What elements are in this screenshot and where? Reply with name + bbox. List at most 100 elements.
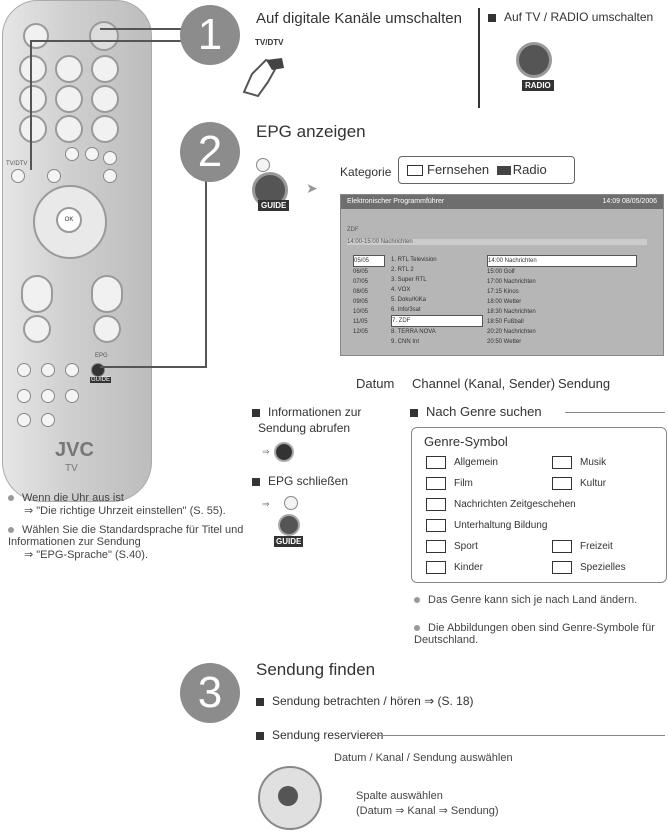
genre-note-2-text: Die Abbildungen oben sind Genre-Symbole …: [414, 622, 655, 646]
tv-dtv-button[interactable]: [11, 169, 25, 183]
brand-sub: TV: [65, 463, 78, 474]
remote-button[interactable]: [91, 85, 119, 113]
remote-button[interactable]: [55, 115, 83, 143]
genre-label: Film: [454, 478, 473, 490]
step-3-item-2-text: Sendung reservieren: [272, 728, 384, 742]
remote-small-button[interactable]: [41, 363, 55, 377]
remote-button[interactable]: [91, 55, 119, 83]
epg-channel-item[interactable]: 7. ZDF: [391, 315, 483, 327]
epg-date-item[interactable]: 10/05: [353, 309, 369, 315]
remote-button[interactable]: [55, 55, 83, 83]
remote-button[interactable]: [23, 23, 49, 49]
remote-small-button[interactable]: [65, 389, 79, 403]
genre-icon: [552, 540, 572, 553]
epg-channel-item[interactable]: 9. CNN Int: [391, 339, 420, 345]
genre-label: Kinder: [454, 562, 483, 574]
note-2-ref-text: "EPG-Sprache" (S.40).: [36, 549, 149, 561]
epg-channel-item[interactable]: 2. RTL 2: [391, 267, 414, 273]
epg-date-item[interactable]: 11/05: [353, 319, 368, 325]
tv-icon: [407, 165, 423, 177]
remote-button[interactable]: [93, 315, 121, 343]
genre-label: Unterhaltung Bildung: [454, 520, 548, 532]
remote-button[interactable]: [91, 115, 119, 143]
nav-2b: (Datum ⇒ Kanal ⇒ Sendung): [356, 805, 499, 817]
epg-channel-item[interactable]: 4. VOX: [391, 287, 411, 293]
genre-item: Film: [426, 477, 473, 490]
remote-small-button[interactable]: [17, 413, 31, 427]
epg-program-item[interactable]: 17:00 Nachrichten: [487, 279, 536, 285]
cat-tv[interactable]: Fernsehen: [427, 162, 490, 177]
genre-icon: [426, 477, 446, 490]
epg-program-item[interactable]: 17:15 Kinos: [487, 289, 519, 295]
remote-button[interactable]: [19, 115, 47, 143]
genre-label: Freizeit: [580, 541, 613, 553]
epg-channel-item[interactable]: 6. Info/3sat: [391, 307, 421, 313]
power-button[interactable]: [89, 21, 119, 51]
remote-button[interactable]: [19, 85, 47, 113]
epg-channel-name: ZDF: [347, 227, 359, 233]
epg-close-text: EPG schließen: [268, 474, 349, 488]
remote-small-button[interactable]: [65, 147, 79, 161]
epg-date-item[interactable]: 05/05: [353, 255, 385, 267]
remote-small-button[interactable]: [17, 363, 31, 377]
cat-radio[interactable]: Radio: [512, 162, 547, 177]
ok-button[interactable]: OK: [56, 207, 82, 233]
epg-now-info: 14:00-15:00 Nachrichten: [347, 239, 647, 245]
remote-small-button[interactable]: [103, 151, 117, 165]
remote-small-button[interactable]: [85, 147, 99, 161]
genre-icon: [552, 456, 572, 469]
epg-channel-item[interactable]: 3. Super RTL: [391, 277, 427, 283]
remote-small-button[interactable]: [41, 389, 55, 403]
genre-icon: [552, 561, 572, 574]
genre-label: Kultur: [580, 478, 607, 490]
epg-channel-item[interactable]: 5. Doku/KiKa: [391, 297, 427, 303]
step-3-number: 3: [180, 663, 240, 723]
remote-small-button[interactable]: [41, 413, 55, 427]
epg-program-item[interactable]: 18:50 Fußball: [487, 319, 524, 325]
epg-date-item[interactable]: 09/05: [353, 299, 369, 305]
note-2-line: Wählen Sie die Standardsprache für Titel…: [8, 524, 258, 548]
epg-program-item[interactable]: 18:30 Nachrichten: [487, 309, 536, 315]
radio-button-icon: RADIO: [502, 40, 562, 100]
dpad-ring[interactable]: [33, 185, 107, 259]
gray-bullet: [414, 625, 420, 631]
remote-button[interactable]: [21, 275, 53, 313]
gray-bullet: [8, 527, 14, 533]
remote-button[interactable]: [19, 55, 47, 83]
epg-header-time: 14:09 08/05/2006: [602, 198, 658, 205]
genre-search-text: Nach Genre suchen: [426, 404, 542, 419]
epg-channel-item[interactable]: 8. TERRA NOVA: [391, 329, 436, 335]
genre-search-title: Nach Genre suchen: [410, 404, 542, 419]
genre-label: Allgemein: [454, 457, 498, 469]
bullet-square: [252, 477, 260, 486]
close-button-icon: ⇒ GUIDE: [262, 494, 304, 550]
epg-channel-item[interactable]: 1. RTL Television: [391, 257, 437, 263]
epg-date-item[interactable]: 07/05: [353, 279, 369, 285]
kategorie-label: Kategorie: [340, 165, 392, 179]
remote-small-button[interactable]: [47, 169, 61, 183]
remote-small-button[interactable]: [17, 389, 31, 403]
epg-date-item[interactable]: 06/05: [353, 269, 369, 275]
dpad-center: [278, 786, 298, 806]
remote-button[interactable]: [91, 275, 123, 313]
epg-program-item[interactable]: 20:50 Wetter: [487, 339, 522, 345]
note-2-ref: ⇒ "EPG-Sprache" (S.40).: [24, 549, 149, 561]
step-3-item-1: Sendung betrachten / hören ⇒ (S. 18): [256, 694, 474, 708]
nav-2a: Spalte auswählen: [356, 790, 443, 802]
genre-item: Musik: [552, 456, 606, 469]
guide-tag: GUIDE: [90, 377, 112, 383]
remote-small-button[interactable]: [103, 169, 117, 183]
remote-small-button[interactable]: [65, 363, 79, 377]
connector-line: [30, 40, 190, 42]
epg-date-item[interactable]: 08/05: [353, 289, 369, 295]
epg-program-item[interactable]: 20:20 Nachrichten: [487, 329, 536, 335]
epg-program-item[interactable]: 14:00 Nachrichten: [487, 255, 637, 267]
remote-button[interactable]: [23, 315, 51, 343]
remote-button[interactable]: [55, 85, 83, 113]
epg-program-item[interactable]: 18:00 Wetter: [487, 299, 522, 305]
genre-box: Genre-Symbol Allgemein Film Nachrichten …: [411, 427, 667, 583]
epg-date-item[interactable]: 12/05: [353, 329, 369, 335]
bullet-square: [256, 697, 264, 706]
epg-channel-column: 1. RTL Television 2. RTL 2 3. Super RTL 4. …: [391, 255, 483, 347]
epg-program-item[interactable]: 15:00 Golf: [487, 269, 515, 275]
